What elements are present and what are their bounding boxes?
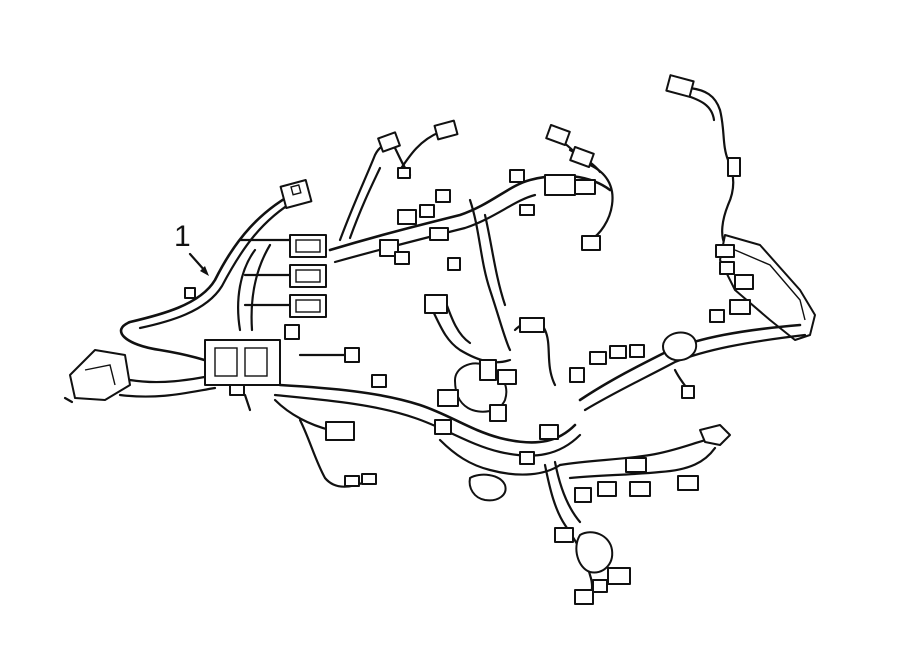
callout-leader-arrow — [188, 252, 209, 276]
upper-right-branch — [544, 124, 614, 251]
left-harness-loop — [119, 188, 302, 367]
lower-main-loop — [273, 374, 582, 502]
connector-top-left — [279, 179, 313, 209]
center-cluster — [298, 294, 557, 422]
harness-clips — [184, 239, 535, 465]
upper-branches — [338, 119, 459, 242]
relay-block-group — [238, 234, 327, 318]
lower-left-branch — [243, 393, 377, 488]
lower-right-branch — [558, 424, 731, 497]
right-long-branch — [665, 74, 816, 341]
junction-block-left — [204, 339, 281, 386]
main-trunk — [328, 169, 612, 352]
right-mid-trunk — [569, 323, 807, 412]
connector-left-main — [63, 349, 217, 404]
callout-number-label: 1 — [174, 220, 191, 253]
bottom-hanging-branch — [543, 460, 631, 605]
